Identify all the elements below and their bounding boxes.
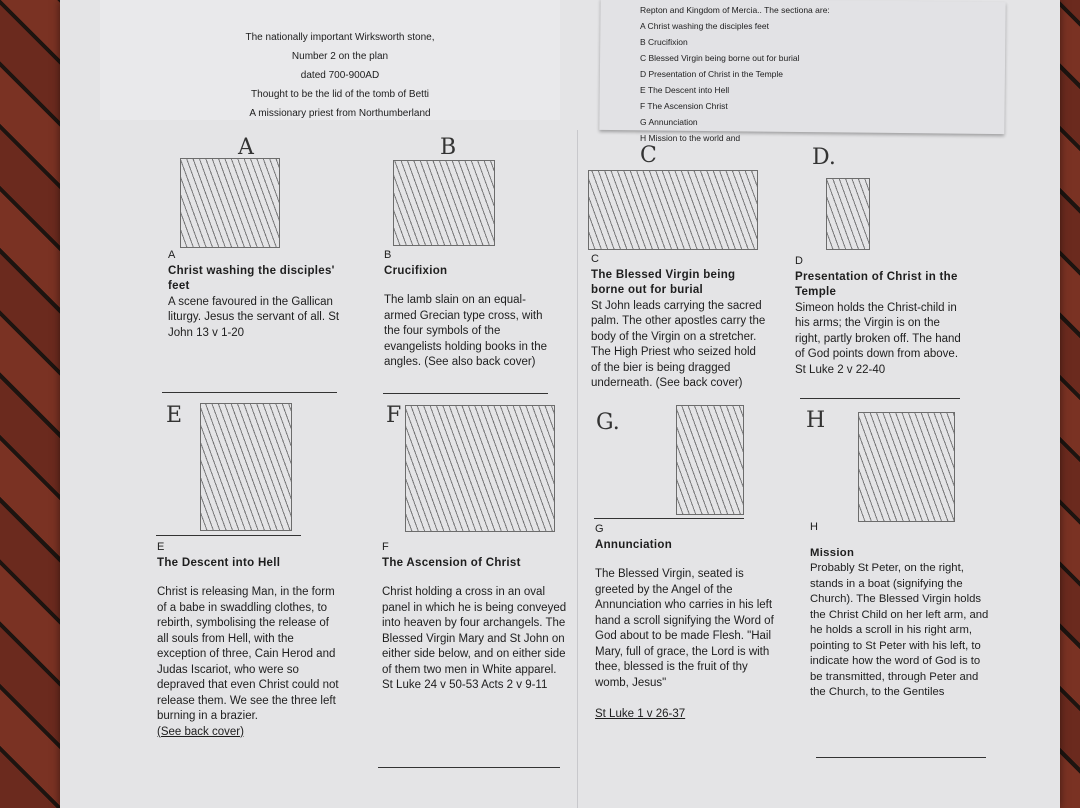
panel-letter: H [810,521,818,533]
see-back-cover-link[interactable]: (See back cover) [157,725,244,738]
section-item: D Presentation of Christ in the Temple [640,69,783,79]
section-item: C Blessed Virgin being borne out for bur… [640,53,800,63]
panel-title: Crucifixion [384,264,448,277]
carving-sketch-h [858,412,955,522]
panel-letter: A [168,249,176,261]
section-item: A Christ washing the disciples feet [640,21,769,31]
divider-rule [816,757,986,758]
section-item: G Annunciation [640,117,698,127]
divider-rule [383,393,548,394]
intro-text: The nationally important Wirksworth ston… [200,28,480,123]
section-item: H Mission to the world and [640,133,741,143]
panel-g: G Annunciation The Blessed Virgin, seate… [595,522,775,723]
carving-sketch-d [826,178,870,250]
handwritten-letter: E [166,403,183,428]
divider-rule [594,518,744,519]
panel-body: A scene favoured in the Gallican liturgy… [168,295,340,339]
carving-sketch-g [676,405,744,515]
panel-title: Christ washing the disciples' feet [168,264,335,293]
section-item: F The Ascension Christ [640,101,728,111]
handwritten-letter: B [440,135,457,160]
intro-line: The nationally important Wirksworth ston… [245,32,435,43]
page-fold [577,130,578,808]
panel-title: The Descent into Hell [157,556,281,569]
panel-body: Christ holding a cross in an oval panel … [382,586,567,691]
handwritten-letter: A [238,135,254,160]
handwritten-letter: D. [812,145,836,170]
section-item: E The Descent into Hell [640,85,730,95]
panel-a: A Christ washing the disciples' feet A s… [168,248,348,341]
panel-c: C The Blessed Virgin being borne out for… [591,252,766,392]
panel-body: Simeon holds the Christ-child in his arm… [795,301,961,376]
intro-line: Thought to be the lid of the tomb of Bet… [251,89,429,100]
intro-sheet [100,0,560,120]
panel-title: Mission [810,546,855,559]
panel-e: E The Descent into Hell Christ is releas… [157,540,342,740]
carving-sketch-a [180,158,280,248]
panel-b: B Crucifixion The lamb slain on an equal… [384,248,549,371]
intro-line: dated 700-900AD [300,70,380,81]
panel-title: The Blessed Virgin being borne out for b… [591,268,736,297]
carving-sketch-b [393,160,495,246]
carving-sketch-e [200,403,292,531]
panel-letter: G [595,523,604,535]
panel-body: Christ is releasing Man, in the form of … [157,586,339,722]
panel-letter: C [591,253,599,265]
panel-body: St John leads carrying the sacred palm. … [591,299,766,390]
panel-body: The lamb slain on an equal-armed Grecian… [384,294,548,368]
sections-list: Repton and Kingdom of Mercia.. The secti… [640,2,830,146]
divider-rule [800,398,960,399]
sections-heading: Repton and Kingdom of Mercia.. The secti… [640,5,830,15]
section-item: B Crucifixion [640,37,688,47]
divider-rule [162,392,337,393]
intro-line: Number 2 on the plan [291,51,389,62]
panel-letter: D [795,255,803,267]
carving-sketch-f [405,405,555,532]
panel-f: F The Ascension of Christ Christ holding… [382,540,567,694]
intro-line: A missionary priest from Northumberland [249,108,431,119]
scripture-reference: St Luke 1 v 26-37 [595,708,686,720]
panel-title: Presentation of Christ in the Temple [795,270,958,299]
panel-body: The Blessed Virgin, seated is greeted by… [595,568,774,689]
divider-rule [378,767,560,768]
panel-d: D Presentation of Christ in the Temple S… [795,254,965,378]
handwritten-letter: G. [596,410,620,435]
handwritten-letter: H [806,408,826,433]
handwritten-letter: C [640,143,657,168]
panel-title: Annunciation [595,538,673,551]
panel-letter: E [157,541,165,553]
panel-body: Probably St Peter, on the right, stands … [810,562,989,698]
panel-h: H Mission Probably St Peter, on the righ… [810,520,990,701]
panel-title: The Ascension of Christ [382,556,521,569]
carving-sketch-c [588,170,758,250]
panel-letter: B [384,249,392,261]
handwritten-letter: F [386,403,402,428]
panel-letter: F [382,541,389,553]
divider-rule [156,535,301,536]
